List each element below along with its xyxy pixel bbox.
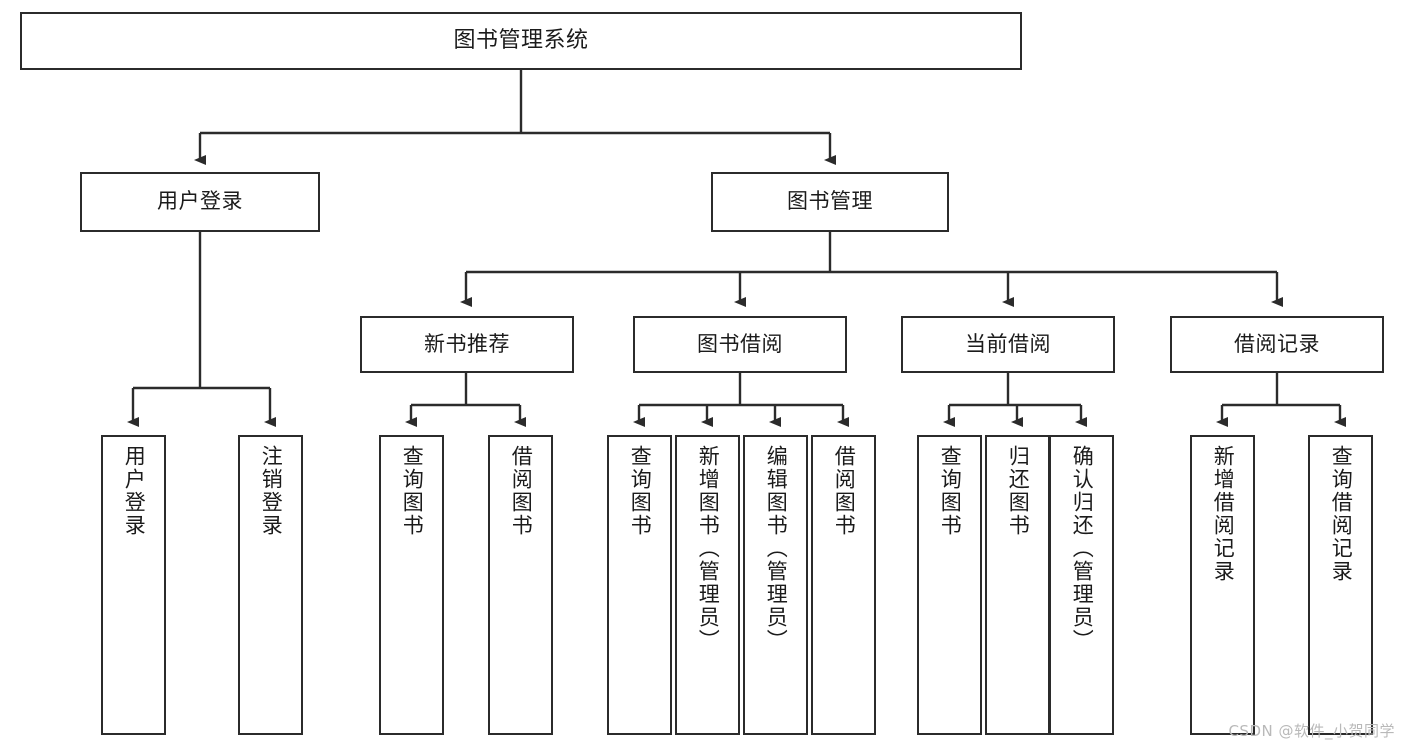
node-label: 新增图书（管理员） (696, 445, 721, 652)
node-book-borrow[interactable]: 图书借阅 (633, 316, 847, 373)
leaf-current-query-book[interactable]: 查询图书 (917, 435, 982, 735)
node-label: 图书管理系统 (453, 27, 589, 53)
node-label: 新增借阅记录 (1211, 445, 1236, 583)
node-label: 归还图书 (1006, 445, 1031, 537)
node-label: 确认归还（管理员） (1070, 445, 1095, 652)
node-label: 查询图书 (628, 445, 653, 537)
node-new-book-recommend[interactable]: 新书推荐 (360, 316, 574, 373)
leaf-new-book-borrow[interactable]: 借阅图书 (488, 435, 553, 735)
leaf-borrow-edit-book-admin[interactable]: 编辑图书（管理员） (743, 435, 808, 735)
leaf-current-confirm-return-admin[interactable]: 确认归还（管理员） (1049, 435, 1114, 735)
watermark-text: CSDN @软件_小贺同学 (1228, 722, 1395, 740)
node-book-management[interactable]: 图书管理 (711, 172, 949, 232)
leaf-record-query[interactable]: 查询借阅记录 (1308, 435, 1373, 735)
leaf-borrow-query-book[interactable]: 查询图书 (607, 435, 672, 735)
node-label: 当前借阅 (965, 331, 1051, 356)
leaf-borrow-add-book-admin[interactable]: 新增图书（管理员） (675, 435, 740, 735)
node-label: 新书推荐 (424, 331, 510, 356)
node-label: 查询借阅记录 (1329, 445, 1354, 583)
leaf-record-add[interactable]: 新增借阅记录 (1190, 435, 1255, 735)
node-label: 图书借阅 (697, 331, 783, 356)
node-label: 查询图书 (938, 445, 963, 537)
node-label: 查询图书 (400, 445, 425, 537)
leaf-current-return-book[interactable]: 归还图书 (985, 435, 1050, 735)
node-label: 借阅图书 (509, 445, 534, 537)
node-label: 用户登录 (157, 189, 243, 214)
leaf-new-book-query[interactable]: 查询图书 (379, 435, 444, 735)
node-label: 用户登录 (122, 445, 147, 537)
node-label: 编辑图书（管理员） (764, 445, 789, 652)
leaf-user-login-logout[interactable]: 注销登录 (238, 435, 303, 735)
node-label: 借阅记录 (1234, 331, 1320, 356)
node-label: 借阅图书 (832, 445, 857, 537)
leaf-borrow-borrow-book[interactable]: 借阅图书 (811, 435, 876, 735)
node-label: 注销登录 (259, 445, 284, 537)
node-borrow-record[interactable]: 借阅记录 (1170, 316, 1384, 373)
leaf-user-login-login[interactable]: 用户登录 (101, 435, 166, 735)
node-label: 图书管理 (787, 189, 873, 214)
node-user-login[interactable]: 用户登录 (80, 172, 320, 232)
node-root-system[interactable]: 图书管理系统 (20, 12, 1022, 70)
node-current-borrow[interactable]: 当前借阅 (901, 316, 1115, 373)
